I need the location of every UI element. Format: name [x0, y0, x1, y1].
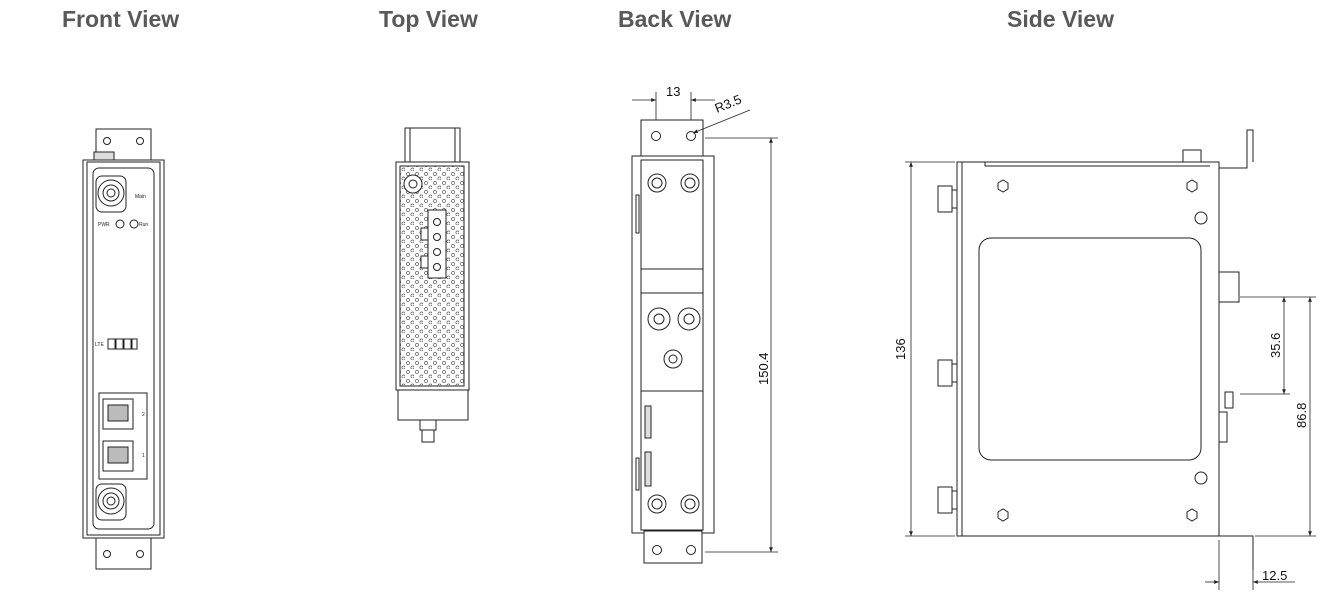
side-view-drawing — [905, 129, 1316, 590]
back-top-tab — [640, 119, 704, 159]
front-body-side — [86, 161, 161, 536]
run-led — [129, 219, 139, 229]
front-antenna-top-frame — [95, 175, 127, 213]
top-view-front-face — [397, 389, 469, 421]
front-antenna-bottom — [97, 487, 125, 515]
label-lte: LTE — [95, 342, 104, 348]
din-clip-screw-right — [677, 307, 701, 331]
side-nut-br — [1186, 508, 1198, 522]
side-connector-top — [937, 185, 953, 213]
side-connector-bottom — [937, 486, 953, 514]
terminal-block — [427, 209, 447, 279]
label-main: Main — [135, 194, 146, 200]
dim-side-height: 136 — [893, 338, 908, 360]
back-screw-top-left — [647, 173, 667, 193]
back-view-title: Back View — [618, 6, 732, 32]
lte-led-4 — [131, 338, 138, 350]
dim-rail-offset: 35.6 — [1268, 333, 1283, 358]
back-screw-top-right — [680, 173, 700, 193]
back-top-hole-left — [651, 131, 661, 141]
dim-foot-width: 12.5 — [1262, 568, 1287, 583]
front-view-drawing — [82, 128, 165, 570]
dim-back-height: 150.4 — [756, 352, 771, 385]
back-bottom-tab — [643, 530, 703, 564]
lte-led-1 — [107, 338, 116, 350]
back-top-hole-right — [686, 131, 696, 141]
back-screw-bottom-right — [680, 494, 700, 514]
label-port-1: 1 — [142, 453, 145, 459]
label-pwr: PWR — [98, 222, 110, 228]
side-nut-tr — [1186, 179, 1198, 193]
back-screw-bottom-left — [647, 494, 667, 514]
top-view-grounding-screw — [403, 174, 423, 194]
side-bracket-bottom — [1218, 498, 1254, 570]
lte-led-2 — [115, 338, 124, 350]
side-nut-bl — [997, 508, 1009, 522]
front-antenna-bottom-frame — [95, 483, 127, 521]
pwr-led — [115, 219, 125, 229]
front-top-hole-left — [103, 137, 111, 145]
front-bottom-hole-right — [136, 550, 144, 558]
dim-hole-spacing: 13 — [666, 84, 680, 99]
label-run: Run — [139, 222, 148, 228]
ethernet-ports-frame — [98, 392, 148, 480]
side-nut-tl — [997, 179, 1009, 193]
front-antenna-top — [97, 179, 125, 207]
front-top-connector — [93, 151, 115, 161]
front-bottom-hole-left — [103, 550, 111, 558]
front-panel — [92, 167, 155, 530]
din-clip-screw-center — [663, 349, 683, 369]
side-connector-mid — [937, 359, 953, 387]
top-view-antenna-connector — [419, 419, 437, 431]
top-view-drawing — [395, 127, 470, 443]
back-view-drawing — [631, 92, 778, 564]
side-top-bolt — [1182, 149, 1202, 163]
label-port-2: 2 — [142, 412, 145, 418]
top-view-title: Top View — [379, 6, 478, 32]
side-view-title: Side View — [1007, 6, 1114, 32]
side-body — [956, 161, 1220, 537]
dim-mount-height: 86.8 — [1294, 403, 1309, 428]
side-din-clip — [1218, 271, 1240, 303]
side-screw-upper — [1194, 211, 1208, 225]
din-rail-clip — [640, 268, 704, 392]
side-bracket-top — [1218, 129, 1254, 169]
front-view-title: Front View — [62, 6, 180, 32]
lte-led-3 — [123, 338, 132, 350]
back-slot-lower — [644, 451, 652, 487]
side-window — [978, 237, 1202, 461]
dim-r35-leader — [692, 109, 751, 134]
top-view-bracket — [404, 127, 461, 165]
back-slot-upper — [644, 405, 652, 439]
din-clip-screw-left — [647, 307, 671, 331]
dim-hole-radius: R3.5 — [713, 92, 744, 116]
front-top-hole-right — [136, 137, 144, 145]
side-screw-lower — [1194, 471, 1208, 485]
